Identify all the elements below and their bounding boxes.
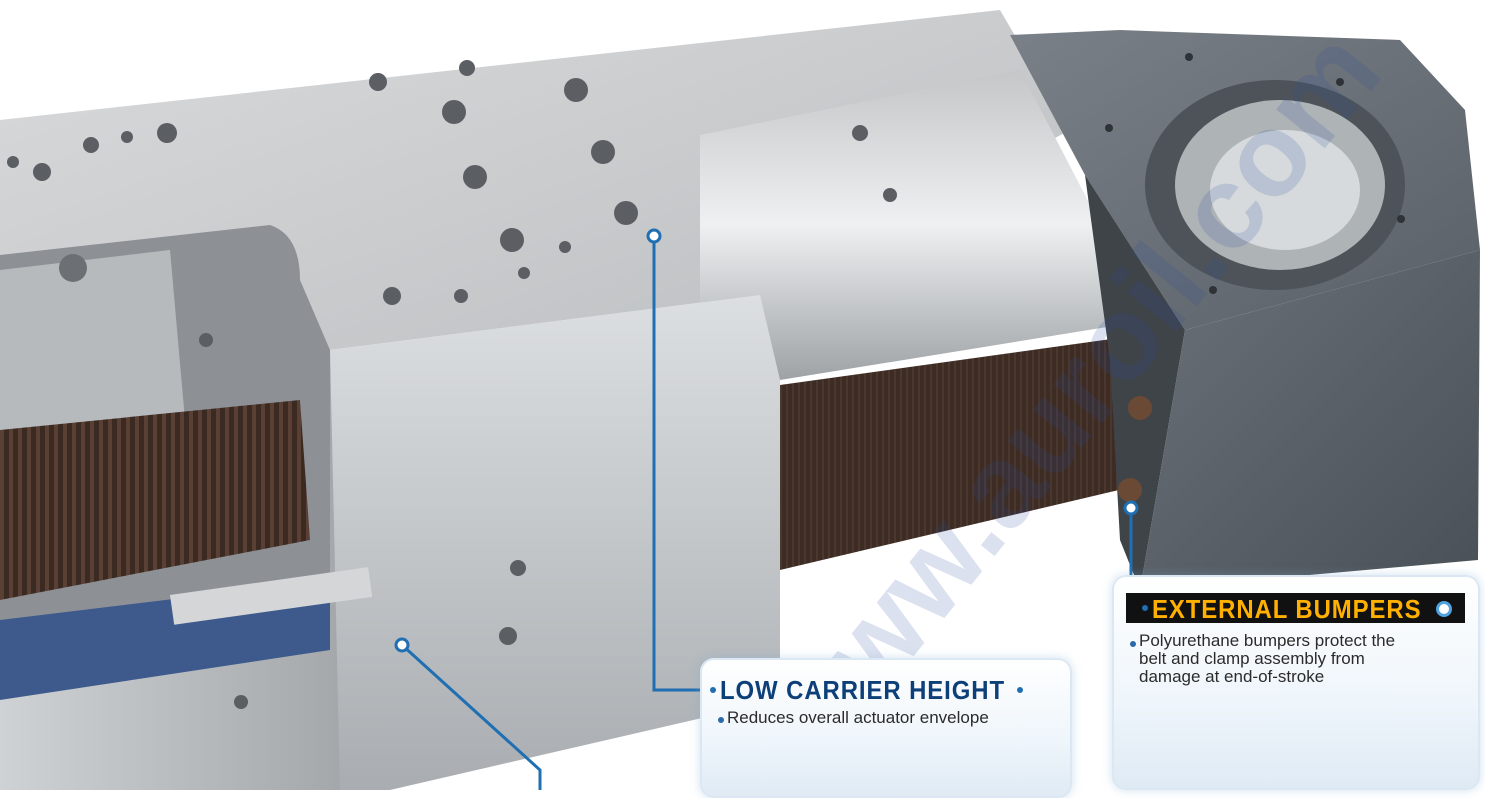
title-bar xyxy=(1126,593,1465,623)
callout-title-bumpers: EXTERNAL BUMPERS xyxy=(1152,594,1422,624)
title-bullet-left xyxy=(1142,605,1148,611)
callout-external-bumpers: EXTERNAL BUMPERS Polyurethane bumpers pr… xyxy=(1112,575,1480,790)
callout-text-carrier: Reduces overall actuator envelope xyxy=(727,708,989,727)
end-cap-holes xyxy=(1105,53,1405,294)
profile-rail xyxy=(700,70,1150,380)
bumper-lower xyxy=(1118,478,1142,502)
socket-screw xyxy=(59,254,87,282)
bumper-upper xyxy=(1128,396,1152,420)
title-bullet-right xyxy=(1017,687,1023,693)
guide-pin xyxy=(170,567,373,625)
leader-dot-bumpers xyxy=(1123,500,1139,516)
callout-title-carrier: LOW CARRIER HEIGHT xyxy=(720,675,1005,705)
text-bullet xyxy=(718,717,724,723)
end-cap-bearing-inner xyxy=(1210,130,1360,250)
callout-text-bumpers: Polyurethane bumpers protect the belt an… xyxy=(1139,631,1396,686)
leader-line-clamp xyxy=(400,643,542,790)
internal-carriage xyxy=(0,250,185,440)
mounting-holes xyxy=(7,60,897,709)
exposed-belt xyxy=(780,335,1140,570)
leader-dot-carrier xyxy=(646,228,662,244)
leader-dot-clamp xyxy=(394,637,410,653)
end-cap-front xyxy=(1085,175,1185,590)
leader-line-carrier xyxy=(652,236,713,692)
end-cap-side xyxy=(1140,250,1480,590)
title-bullet-left xyxy=(710,687,716,693)
text-bullet xyxy=(1130,641,1136,647)
title-ring-right xyxy=(1436,601,1452,617)
internal-belt xyxy=(0,400,310,600)
carrier-front-face xyxy=(330,295,780,790)
callout-low-carrier-height: LOW CARRIER HEIGHT Reduces overall actua… xyxy=(700,658,1072,798)
